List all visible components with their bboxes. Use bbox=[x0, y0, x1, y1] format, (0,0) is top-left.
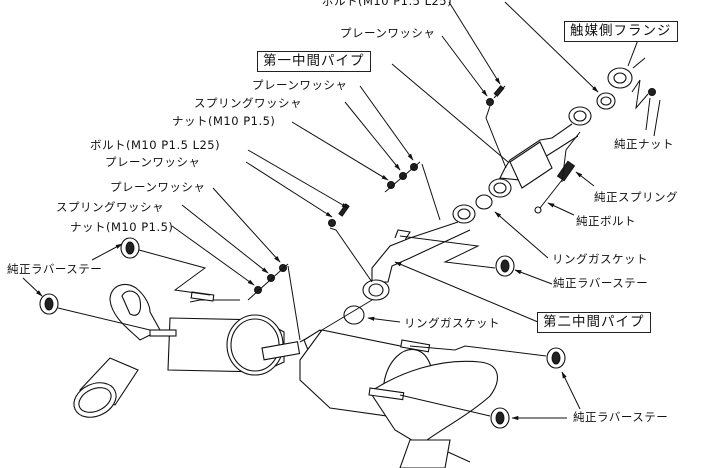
label-nut-a: ナット(M10 P1.5) bbox=[172, 114, 276, 128]
label-second-mid-pipe: 第二中間パイプ bbox=[537, 312, 651, 333]
label-oem-nut: 純正ナット bbox=[614, 137, 674, 151]
right-muffler bbox=[299, 329, 498, 468]
fasteners-bolt-b bbox=[328, 203, 373, 283]
rubber-stay-1 bbox=[120, 237, 140, 259]
label-catalyst-flange: 触媒側フランジ bbox=[564, 21, 678, 42]
fasteners-left bbox=[247, 263, 301, 341]
label-nut-c: ナット(M10 P1.5) bbox=[70, 220, 174, 234]
label-oem-rubber-stay-left: 純正ラバーステー bbox=[7, 262, 103, 276]
rubber-stay-2 bbox=[39, 293, 59, 315]
label-oem-rubber-stay-bottom: 純正ラバーステー bbox=[573, 410, 669, 424]
left-muffler bbox=[73, 283, 301, 418]
oem-nut-part bbox=[648, 88, 656, 96]
label-ring-gasket-center: リングガスケット bbox=[404, 316, 500, 330]
label-ring-gasket-right: リングガスケット bbox=[552, 252, 648, 266]
label-plain-washer-top: プレーンワッシャ bbox=[340, 26, 436, 40]
label-oem-rubber-stay-mid: 純正ラバーステー bbox=[553, 276, 649, 290]
rubber-stay-4 bbox=[546, 347, 566, 369]
rubber-stay-5 bbox=[490, 407, 510, 429]
oem-bolt-part bbox=[534, 179, 563, 214]
label-bolt-top: ボルト(M10 P1.5 L25) bbox=[322, 0, 453, 8]
flange-gasket bbox=[596, 92, 616, 110]
label-bolt-b: ボルト(M10 P1.5 L25) bbox=[90, 138, 221, 152]
label-plain-washer-a: プレーンワッシャ bbox=[252, 78, 348, 92]
rubber-stay-3 bbox=[495, 255, 515, 277]
fasteners-mid bbox=[384, 161, 441, 221]
label-oem-spring: 純正スプリング bbox=[594, 190, 678, 204]
label-first-mid-pipe: 第一中間パイプ bbox=[257, 51, 371, 72]
label-oem-bolt: 純正ボルト bbox=[576, 214, 636, 228]
first-mid-pipe bbox=[488, 106, 592, 198]
label-spring-washer-c: スプリングワッシャ bbox=[56, 200, 164, 214]
label-plain-washer-b: プレーンワッシャ bbox=[105, 155, 201, 169]
label-plain-washer-c: プレーンワッシャ bbox=[110, 180, 206, 194]
label-spring-washer-a: スプリングワッシャ bbox=[194, 96, 302, 110]
catalyst-flange bbox=[607, 67, 633, 89]
ring-gasket-center-part bbox=[343, 305, 365, 325]
oem-spring-part bbox=[556, 160, 576, 182]
fasteners-top bbox=[485, 85, 507, 169]
second-mid-pipe bbox=[362, 204, 476, 301]
ring-gasket-upper bbox=[475, 194, 493, 210]
